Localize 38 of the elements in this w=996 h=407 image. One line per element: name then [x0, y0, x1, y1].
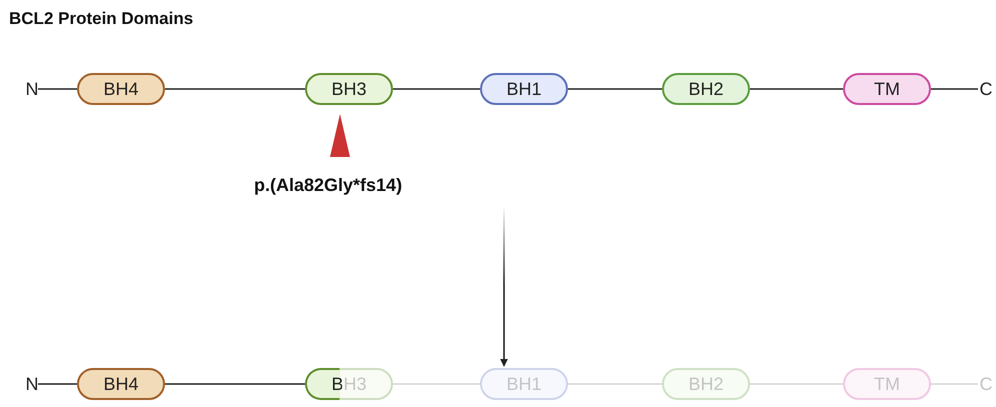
domain-label: BH3: [331, 78, 366, 100]
connector-line: [931, 383, 978, 385]
mutation-label: p.(Ala82Gly*fs14): [254, 175, 402, 196]
domain-label: BH1: [506, 374, 542, 394]
terminus-label: C: [978, 78, 994, 100]
domain-box: [843, 368, 931, 400]
connector-line: [568, 88, 662, 90]
connector-line: [38, 88, 77, 90]
domain-label: BH2: [688, 78, 724, 100]
arrow: [500, 205, 508, 367]
connector-line: [165, 88, 305, 90]
domain-box: [77, 73, 165, 105]
connector-line: [568, 383, 662, 385]
domain-box: [305, 368, 393, 400]
terminus-label: N: [24, 78, 40, 100]
domain-label: BH4: [103, 78, 138, 100]
connector-line: [750, 88, 843, 90]
title: BCL2 Protein Domains: [9, 9, 194, 29]
connector-line: [393, 88, 480, 90]
domain-box: [662, 73, 750, 105]
domain-label: TM: [874, 374, 900, 394]
domain-box: [843, 73, 931, 105]
terminus-label: N: [24, 373, 40, 395]
connector-line: [750, 383, 843, 385]
domain-label: TM: [874, 78, 900, 100]
connector-line: [393, 383, 480, 385]
domain-label: BH4: [103, 374, 138, 394]
domain-box: [77, 368, 165, 400]
domain-box: [480, 73, 568, 105]
domain-box: [305, 73, 393, 105]
connector-line: [165, 383, 305, 385]
connector-line: [931, 88, 978, 90]
domain-box: [480, 368, 568, 400]
domain-box: [662, 368, 750, 400]
domain-label: BH1: [506, 78, 542, 100]
domain-label: BH2: [688, 374, 724, 394]
connector-line: [38, 383, 77, 385]
terminus-label: C: [978, 373, 994, 395]
